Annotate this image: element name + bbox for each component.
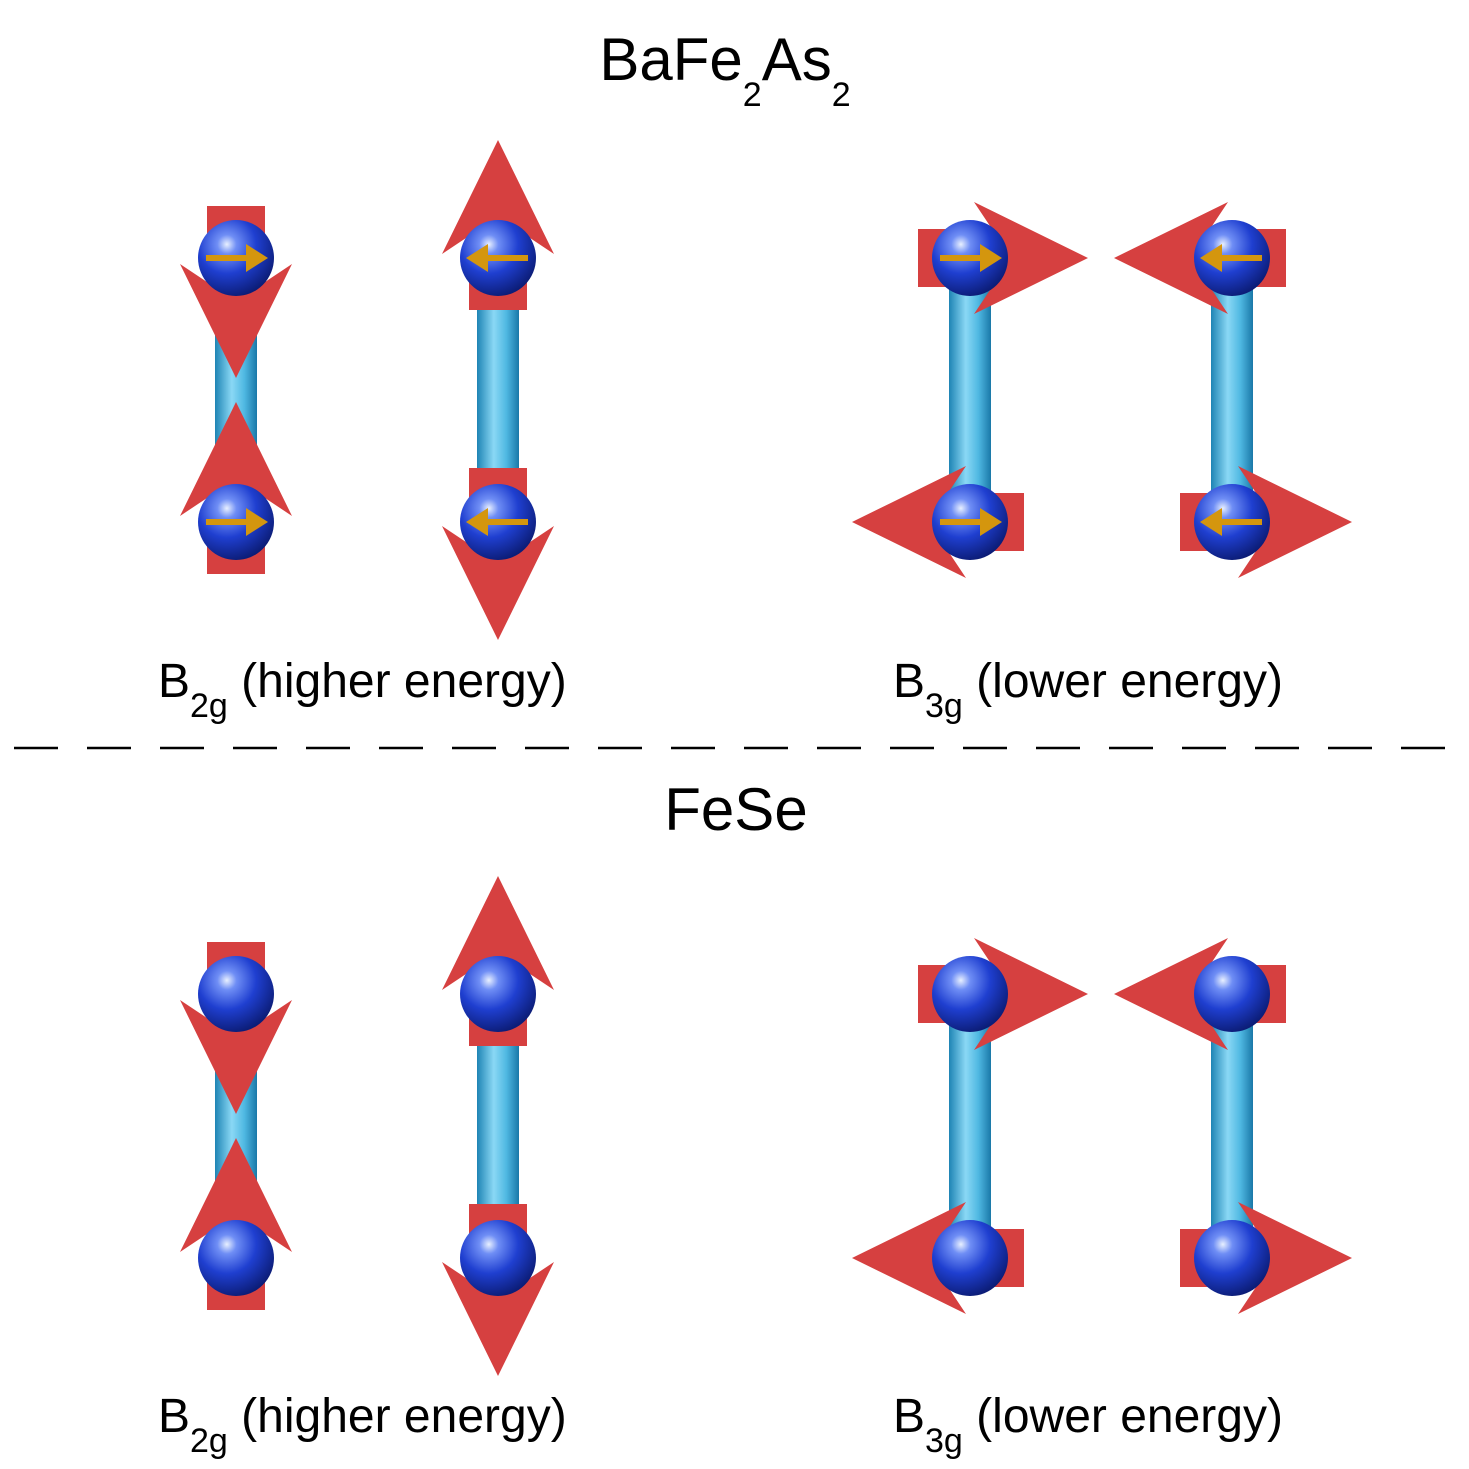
mode-label-b3g-bottom: B3g (lower energy) bbox=[893, 1390, 1283, 1460]
bond-cylinder-icon bbox=[949, 258, 991, 522]
mode-label-b2g-bottom: B2g (higher energy) bbox=[158, 1390, 567, 1460]
b3g-molecule-left bbox=[852, 202, 1088, 578]
atom-sphere-icon bbox=[198, 956, 274, 1032]
spin-arrow-head bbox=[980, 508, 1002, 536]
b3g-molecule-left bbox=[852, 938, 1088, 1314]
spin-arrow-icon bbox=[206, 508, 268, 536]
atom-sphere-icon bbox=[198, 1220, 274, 1296]
mode-label-b2g-top: B2g (higher energy) bbox=[158, 655, 567, 725]
b2g-molecule-contracting bbox=[180, 942, 292, 1310]
spin-arrow-head bbox=[1200, 508, 1222, 536]
spin-arrow-head bbox=[466, 508, 488, 536]
b2g-molecule-expanding bbox=[442, 876, 554, 1376]
spin-arrow-head bbox=[980, 244, 1002, 272]
atom-sphere-icon bbox=[932, 1220, 1008, 1296]
b2g-molecule-contracting bbox=[180, 206, 292, 574]
spin-arrow-icon bbox=[466, 244, 528, 272]
panel-fese bbox=[180, 876, 1352, 1376]
atom-sphere-icon bbox=[1194, 1220, 1270, 1296]
spin-arrow-head bbox=[246, 244, 268, 272]
bond-cylinder-icon bbox=[477, 1026, 519, 1226]
spin-arrow-icon bbox=[1200, 508, 1262, 536]
molecule-layer bbox=[180, 140, 1352, 1376]
spin-arrow-icon bbox=[940, 508, 1002, 536]
spin-arrow-icon bbox=[940, 244, 1002, 272]
panel-title-bafe2as2: BaFe2As2 bbox=[599, 26, 850, 114]
bond-cylinder-icon bbox=[949, 994, 991, 1258]
atom-sphere-icon bbox=[932, 956, 1008, 1032]
b2g-molecule-expanding bbox=[442, 140, 554, 640]
bond-cylinder-icon bbox=[1211, 258, 1253, 522]
spin-arrow-icon bbox=[466, 508, 528, 536]
spin-arrow-icon bbox=[1200, 244, 1262, 272]
b3g-molecule-right bbox=[1114, 202, 1352, 578]
mode-label-b3g-top: B3g (lower energy) bbox=[893, 655, 1283, 725]
spin-arrow-head bbox=[246, 508, 268, 536]
bond-cylinder-icon bbox=[1211, 994, 1253, 1258]
b3g-molecule-right bbox=[1114, 938, 1352, 1314]
panel-bafe2as2 bbox=[180, 140, 1352, 640]
spin-arrow-icon bbox=[206, 244, 268, 272]
bond-cylinder-icon bbox=[477, 290, 519, 490]
atom-sphere-icon bbox=[460, 1220, 536, 1296]
panel-title-fese: FeSe bbox=[664, 776, 807, 843]
atom-sphere-icon bbox=[460, 956, 536, 1032]
spin-arrow-head bbox=[466, 244, 488, 272]
atom-sphere-icon bbox=[1194, 956, 1270, 1032]
spin-arrow-head bbox=[1200, 244, 1222, 272]
